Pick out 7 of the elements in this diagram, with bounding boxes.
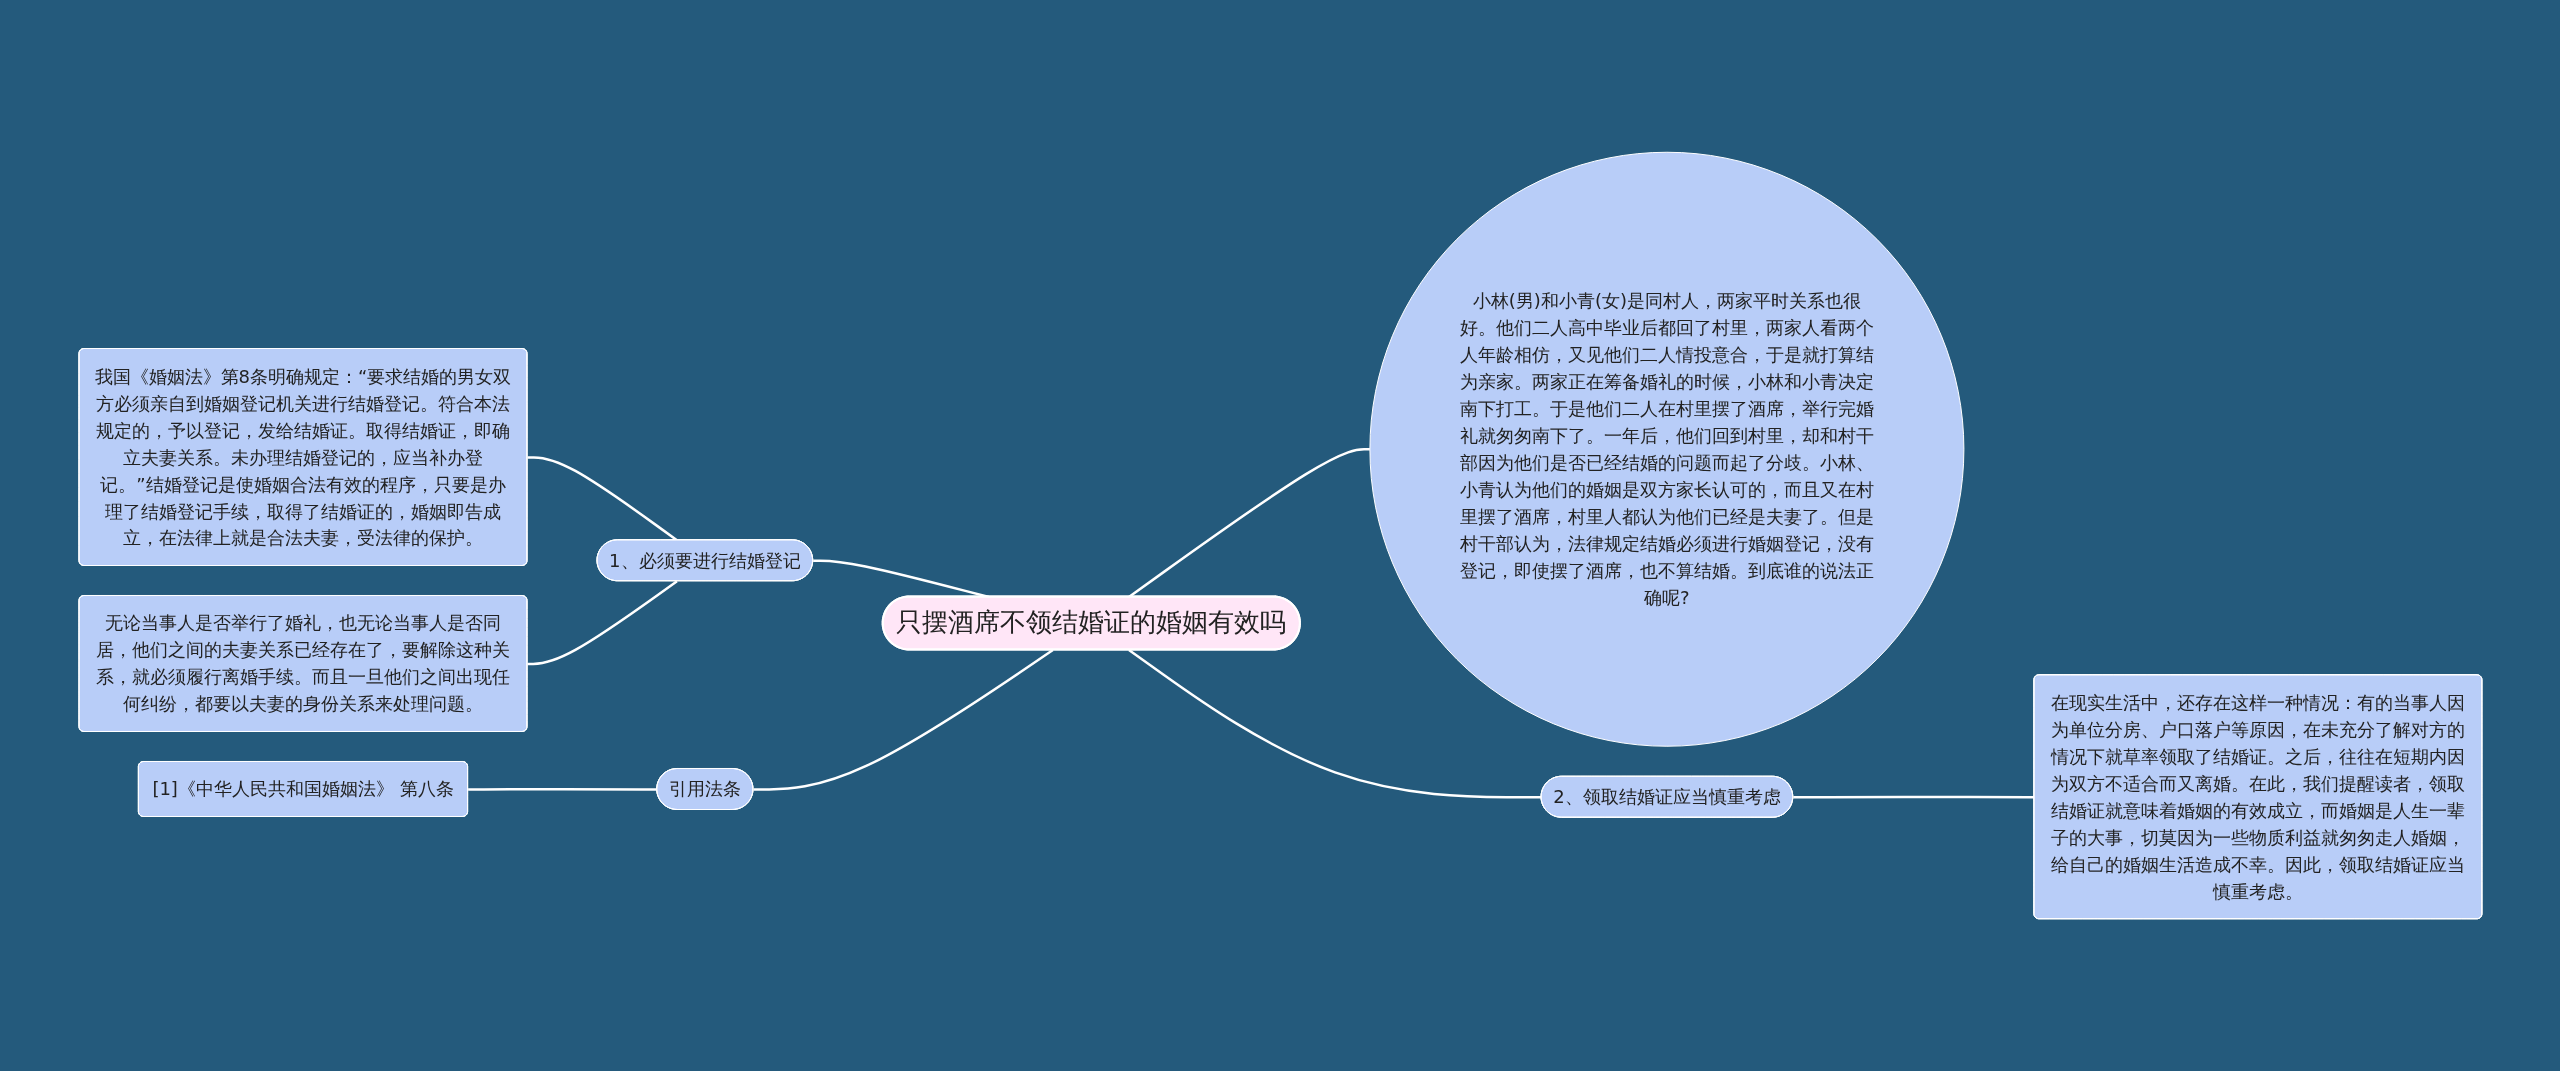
connector bbox=[527, 580, 678, 666]
connector bbox=[467, 787, 657, 791]
connector bbox=[1127, 448, 1370, 598]
node-circle: 小林(男)和小青(女)是同村人，两家平时关系也很好。他们二人高中毕业后都回了村里，两家人看两个人年龄相仿，又见他们二人情投意合，于是就打算结为亲家。两家正在筹备婚礼的时候，小林和小青决定南下打工。于是他们二人在村里摆了酒席，举行完婚礼就匆匆南下了。一年后，他们回到村里，却和村干部因为他们是否已经结婚的问题而起了分歧。小林、小青认为他们的婚姻是双方家长认可的，而且又在村里摆了酒席，村里人都认为他们已经是夫妻了。但是村干部认为，法律规定结婚必须进行婚姻登记，没有登记，即使摆了酒席，也不算结婚。到底谁的说法正确呢? bbox=[1368, 151, 1964, 747]
connector bbox=[1127, 649, 1542, 799]
connector bbox=[753, 648, 1054, 791]
connector bbox=[1792, 795, 2034, 799]
